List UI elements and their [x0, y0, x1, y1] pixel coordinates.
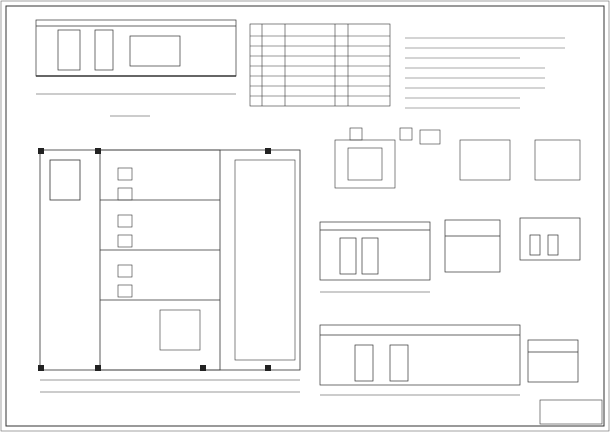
- section-c-c: [35, 19, 237, 95]
- section-d-d: [527, 339, 579, 383]
- title-block: [539, 399, 603, 425]
- sheet-border: [5, 5, 605, 427]
- section-e-e: [444, 219, 501, 273]
- section-b-b: [319, 324, 521, 396]
- column-grid: [38, 148, 271, 371]
- section-a-a: [319, 221, 431, 293]
- pump-room-plan: [39, 149, 301, 393]
- notes-block: [405, 37, 565, 109]
- pump-units: [117, 167, 201, 351]
- equipment-table: [249, 23, 391, 107]
- foundation-details: [334, 127, 581, 189]
- tank-detail: [519, 217, 581, 261]
